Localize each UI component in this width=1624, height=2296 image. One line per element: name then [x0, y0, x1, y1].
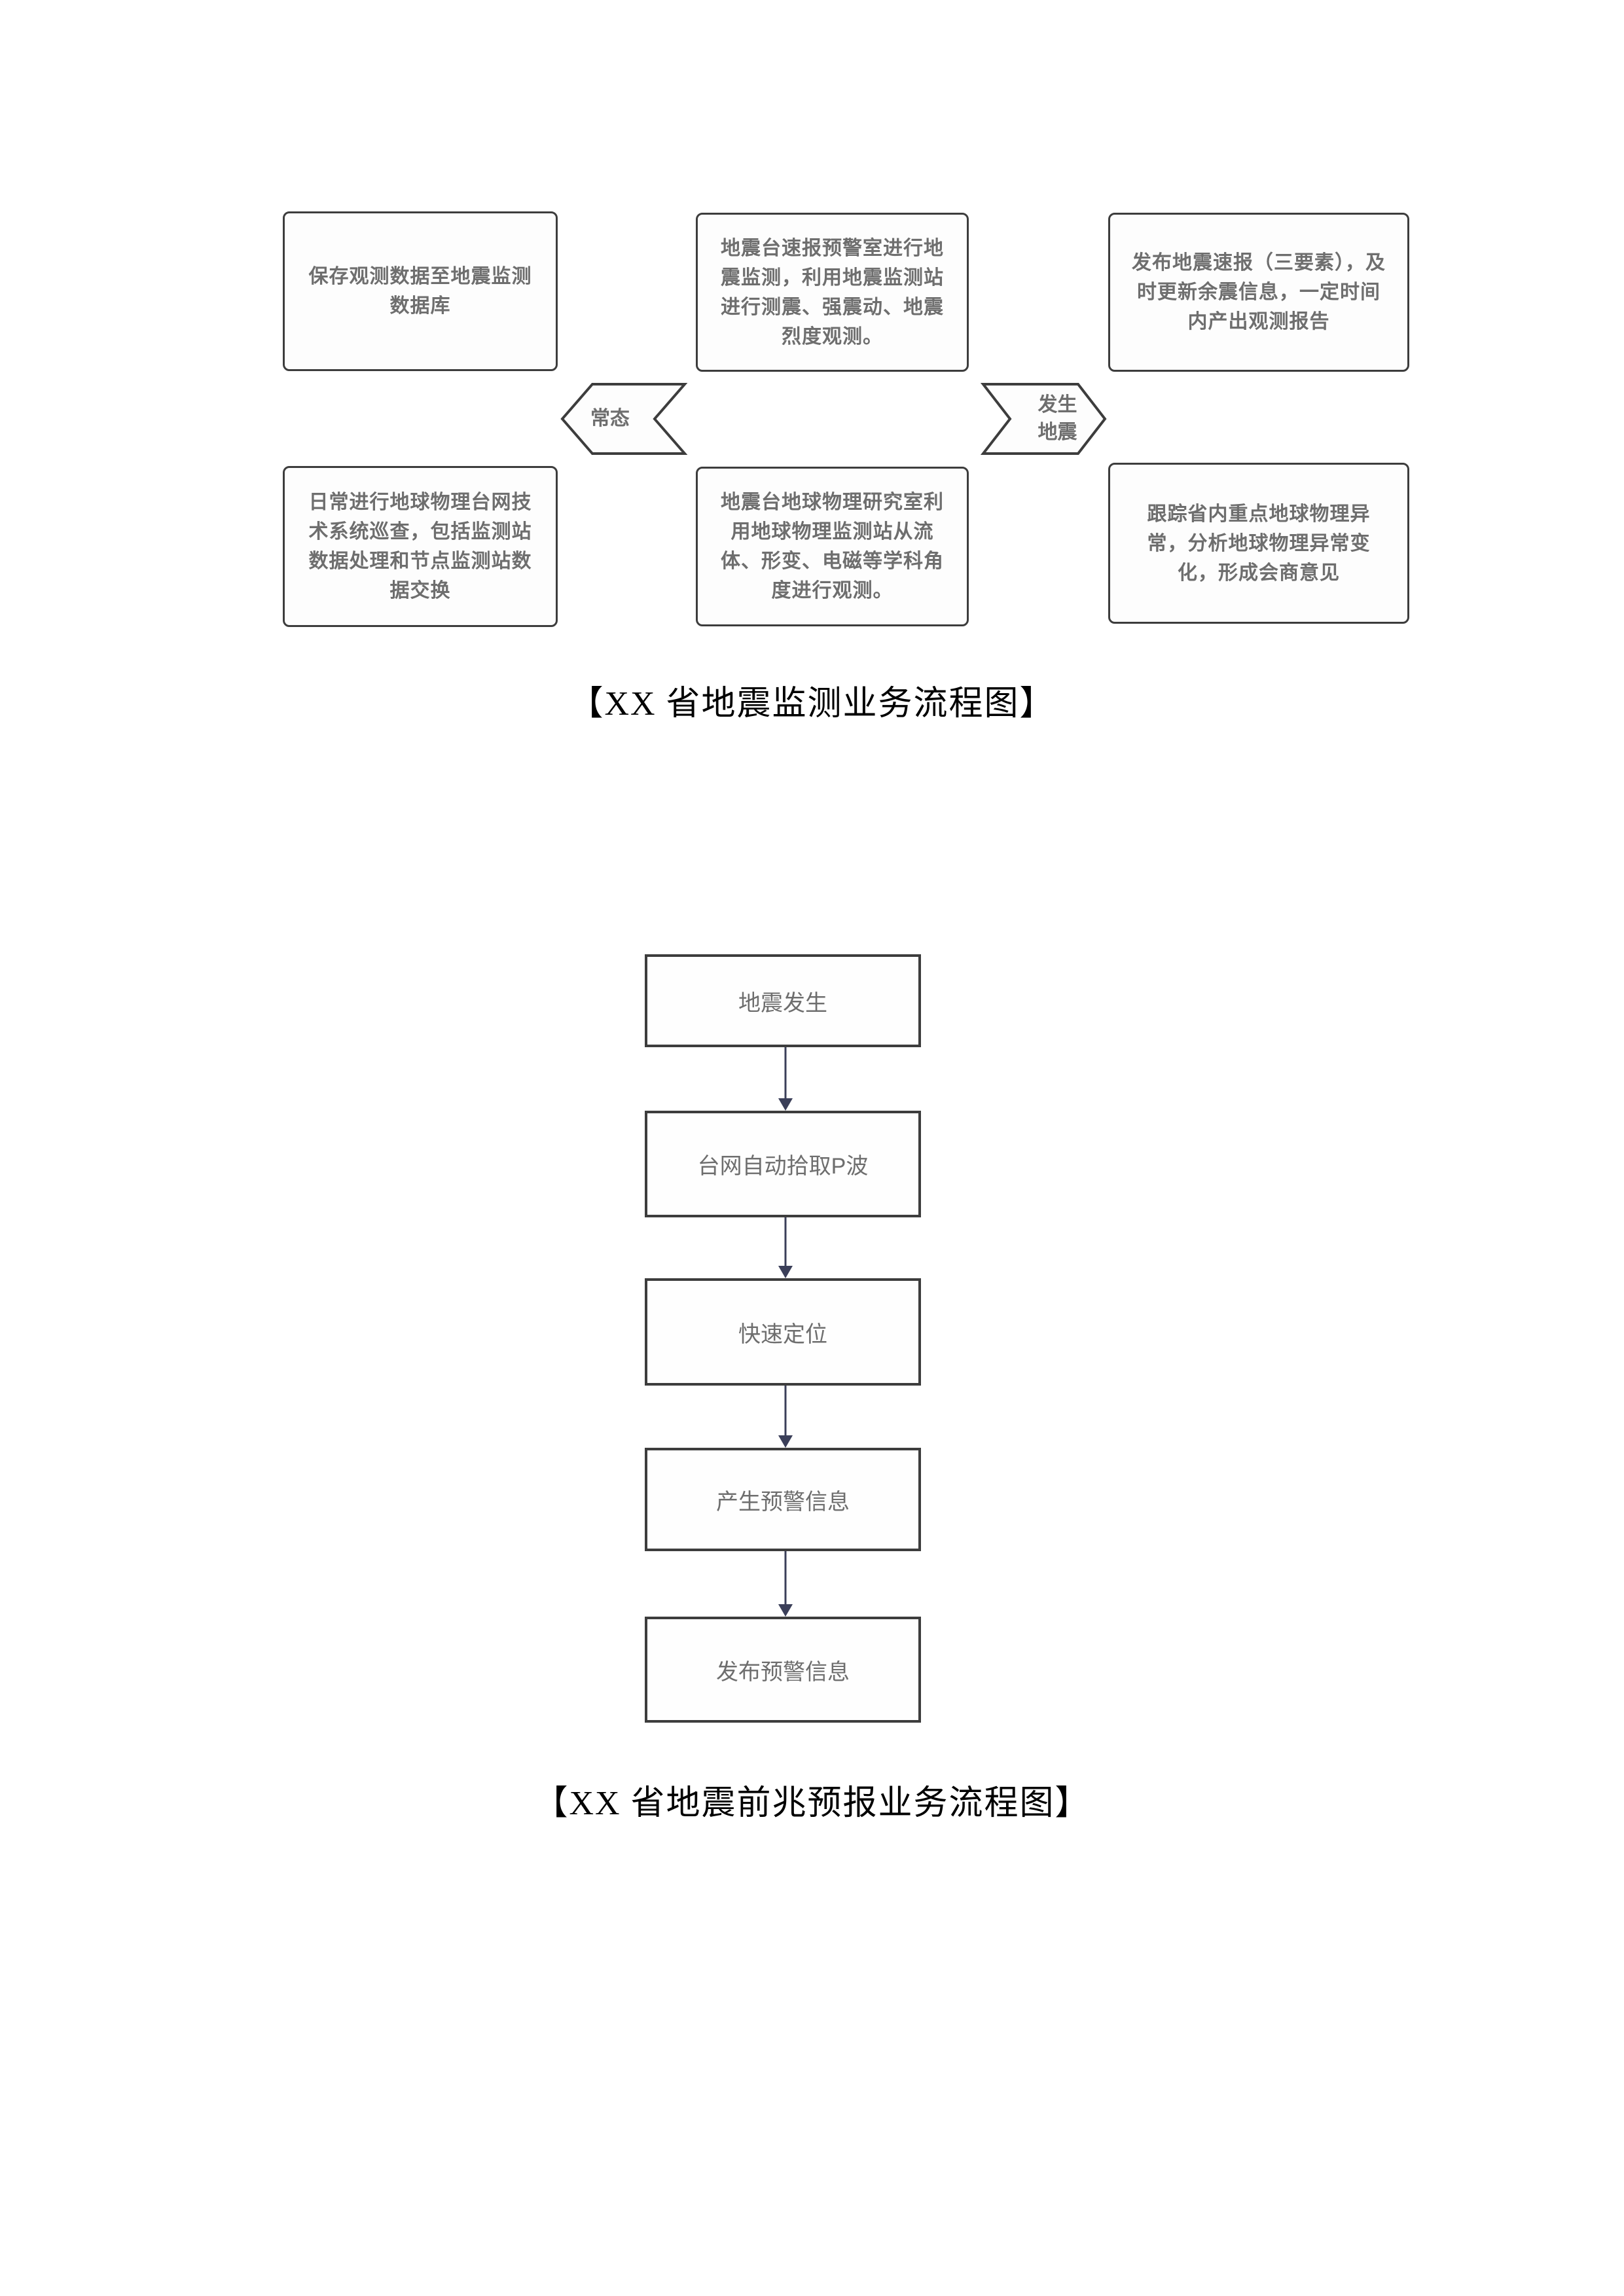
diagram2-caption: 【XX 省地震前兆预报业务流程图】: [533, 1785, 1091, 1822]
step-box-rapid-location: 快速定位: [645, 1278, 921, 1386]
flow-arrow-4: [776, 1551, 795, 1617]
chevron-left-shape: [560, 383, 688, 455]
step-box-publish-warning-info: 发布预警信息: [645, 1617, 921, 1723]
flow-arrow-2: [776, 1217, 795, 1278]
flow-box-daily-network-inspection: 日常进行地球物理台网技术系统巡查，包括监测站数据处理和节点监测站数据交换: [283, 466, 558, 627]
flow-arrow-1: [776, 1047, 795, 1111]
step-box-generate-warning-info: 产生预警信息: [645, 1448, 921, 1551]
down-arrow-icon: [778, 1217, 793, 1278]
flow-box-publish-quick-report: 发布地震速报（三要素），及时更新余震信息，一定时间内产出观测报告: [1108, 213, 1409, 372]
flow-box-rapid-report-warning-room: 地震台速报预警室进行地震监测，利用地震监测站进行测震、强震动、地震烈度观测。: [696, 213, 969, 372]
chevron-earthquake-occurs: 发生地震: [980, 383, 1107, 455]
flow-box-geophysical-research-room: 地震台地球物理研究室利用地球物理监测站从流体、形变、电磁等学科角度进行观测。: [696, 467, 969, 626]
flow-box-save-observation-data: 保存观测数据至地震监测数据库: [283, 211, 558, 371]
chevron-right-shape: [980, 383, 1107, 455]
flow-box-track-anomalies: 跟踪省内重点地球物理异常，分析地球物理异常变化，形成会商意见: [1108, 463, 1409, 624]
chevron-earthquake-occurs-label: 发生地震: [1038, 394, 1077, 443]
chevron-normal-state: 常态: [560, 383, 688, 455]
step-box-pick-p-wave: 台网自动拾取P波: [645, 1111, 921, 1217]
down-arrow-icon: [778, 1386, 793, 1448]
step-box-earthquake-occurs: 地震发生: [645, 954, 921, 1047]
down-arrow-icon: [778, 1047, 793, 1111]
flow-arrow-3: [776, 1386, 795, 1448]
diagram1-caption: 【XX 省地震监测业务流程图】: [569, 685, 1055, 723]
down-arrow-icon: [778, 1551, 793, 1617]
chevron-normal-state-label: 常态: [590, 408, 630, 429]
